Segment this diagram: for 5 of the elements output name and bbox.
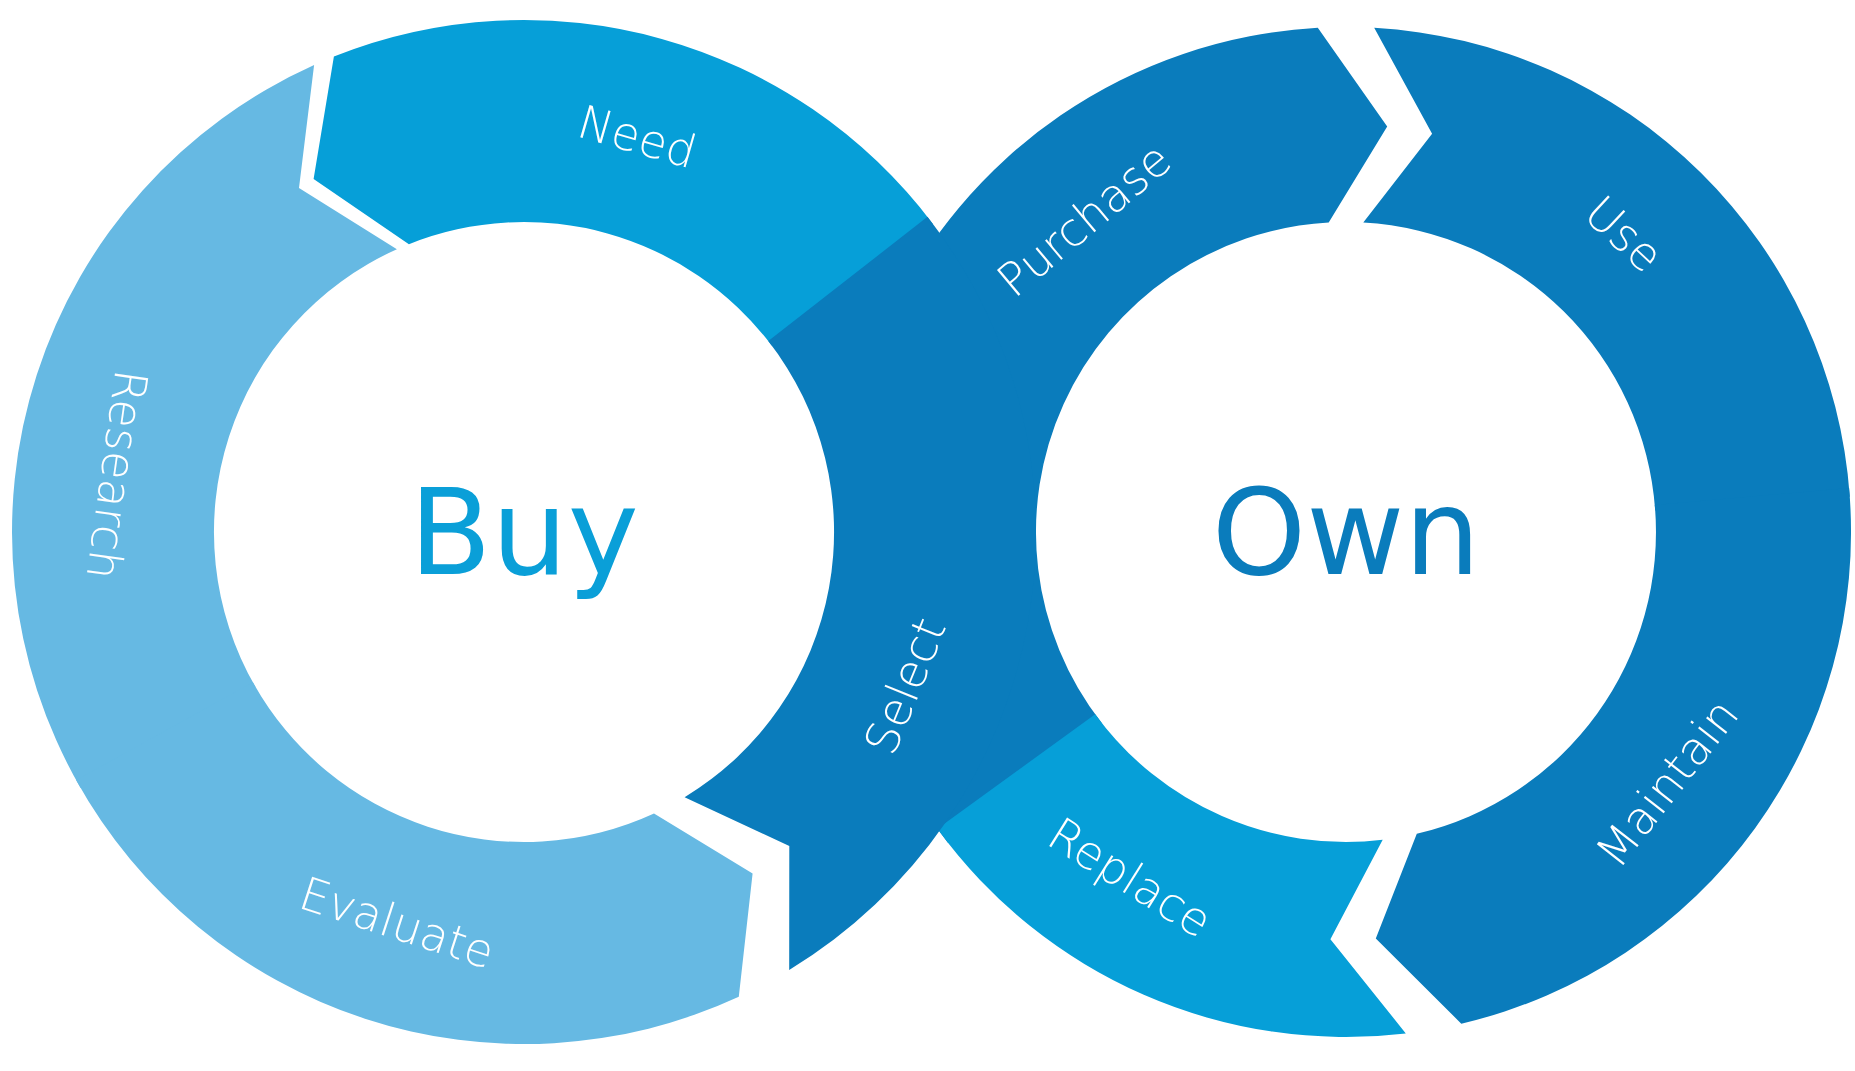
center-label: Own [1211,462,1481,602]
stage-label: Need [572,94,703,180]
stage-label: Use [1574,184,1674,284]
stage-label: Research [75,366,159,584]
center-label: Buy [409,462,639,602]
